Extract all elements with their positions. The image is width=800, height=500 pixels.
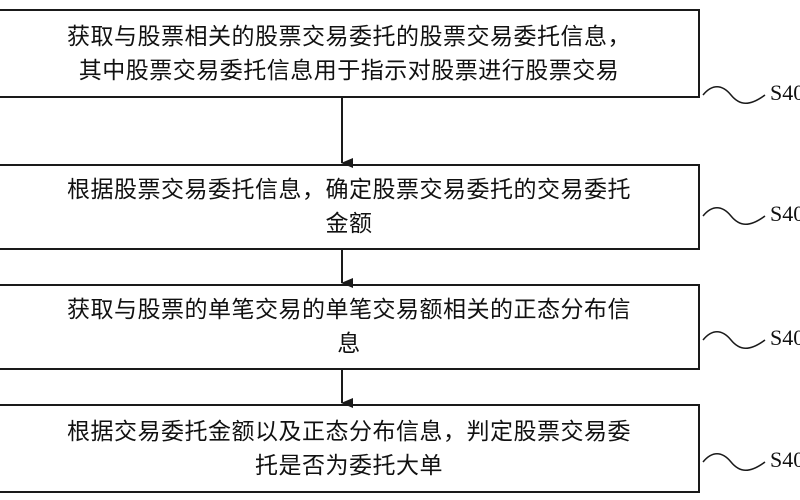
leader-line-1 xyxy=(702,86,766,104)
leader-line-4 xyxy=(702,453,766,471)
step-4-line-2: 托是否为委托大单 xyxy=(255,452,443,479)
step-3-line-1: 获取与股票的单笔交易的单笔交易额相关的正态分布信 xyxy=(67,297,631,323)
leader-line-2 xyxy=(702,207,766,225)
step-label-2: S40 xyxy=(770,201,800,226)
step-1-line-1: 获取与股票相关的股票交易委托的股票交易委托信息， xyxy=(67,23,631,50)
step-4-line-1: 根据交易委托金额以及正态分布信息，判定股票交易委 xyxy=(67,418,631,445)
step-box-2: 根据股票交易委托信息，确定股票交易委托的交易委托 金额 xyxy=(0,164,700,250)
step-1-line-2: 其中股票交易委托信息用于指示对股票进行股票交易 xyxy=(78,57,620,84)
leader-line-3 xyxy=(702,331,766,349)
step-label-1: S40 xyxy=(770,80,800,105)
step-2-line-1: 根据股票交易委托信息，确定股票交易委托的交易委托 xyxy=(67,177,631,203)
step-box-1: 获取与股票相关的股票交易委托的股票交易委托信息， 其中股票交易委托信息用于指示对… xyxy=(0,9,700,98)
step-label-4: S40 xyxy=(770,447,800,472)
step-3-line-2: 息 xyxy=(337,331,361,357)
step-box-4: 根据交易委托金额以及正态分布信息，判定股票交易委 托是否为委托大单 xyxy=(0,404,700,493)
step-2-line-2: 金额 xyxy=(325,211,373,237)
step-label-3: S40 xyxy=(770,325,800,350)
